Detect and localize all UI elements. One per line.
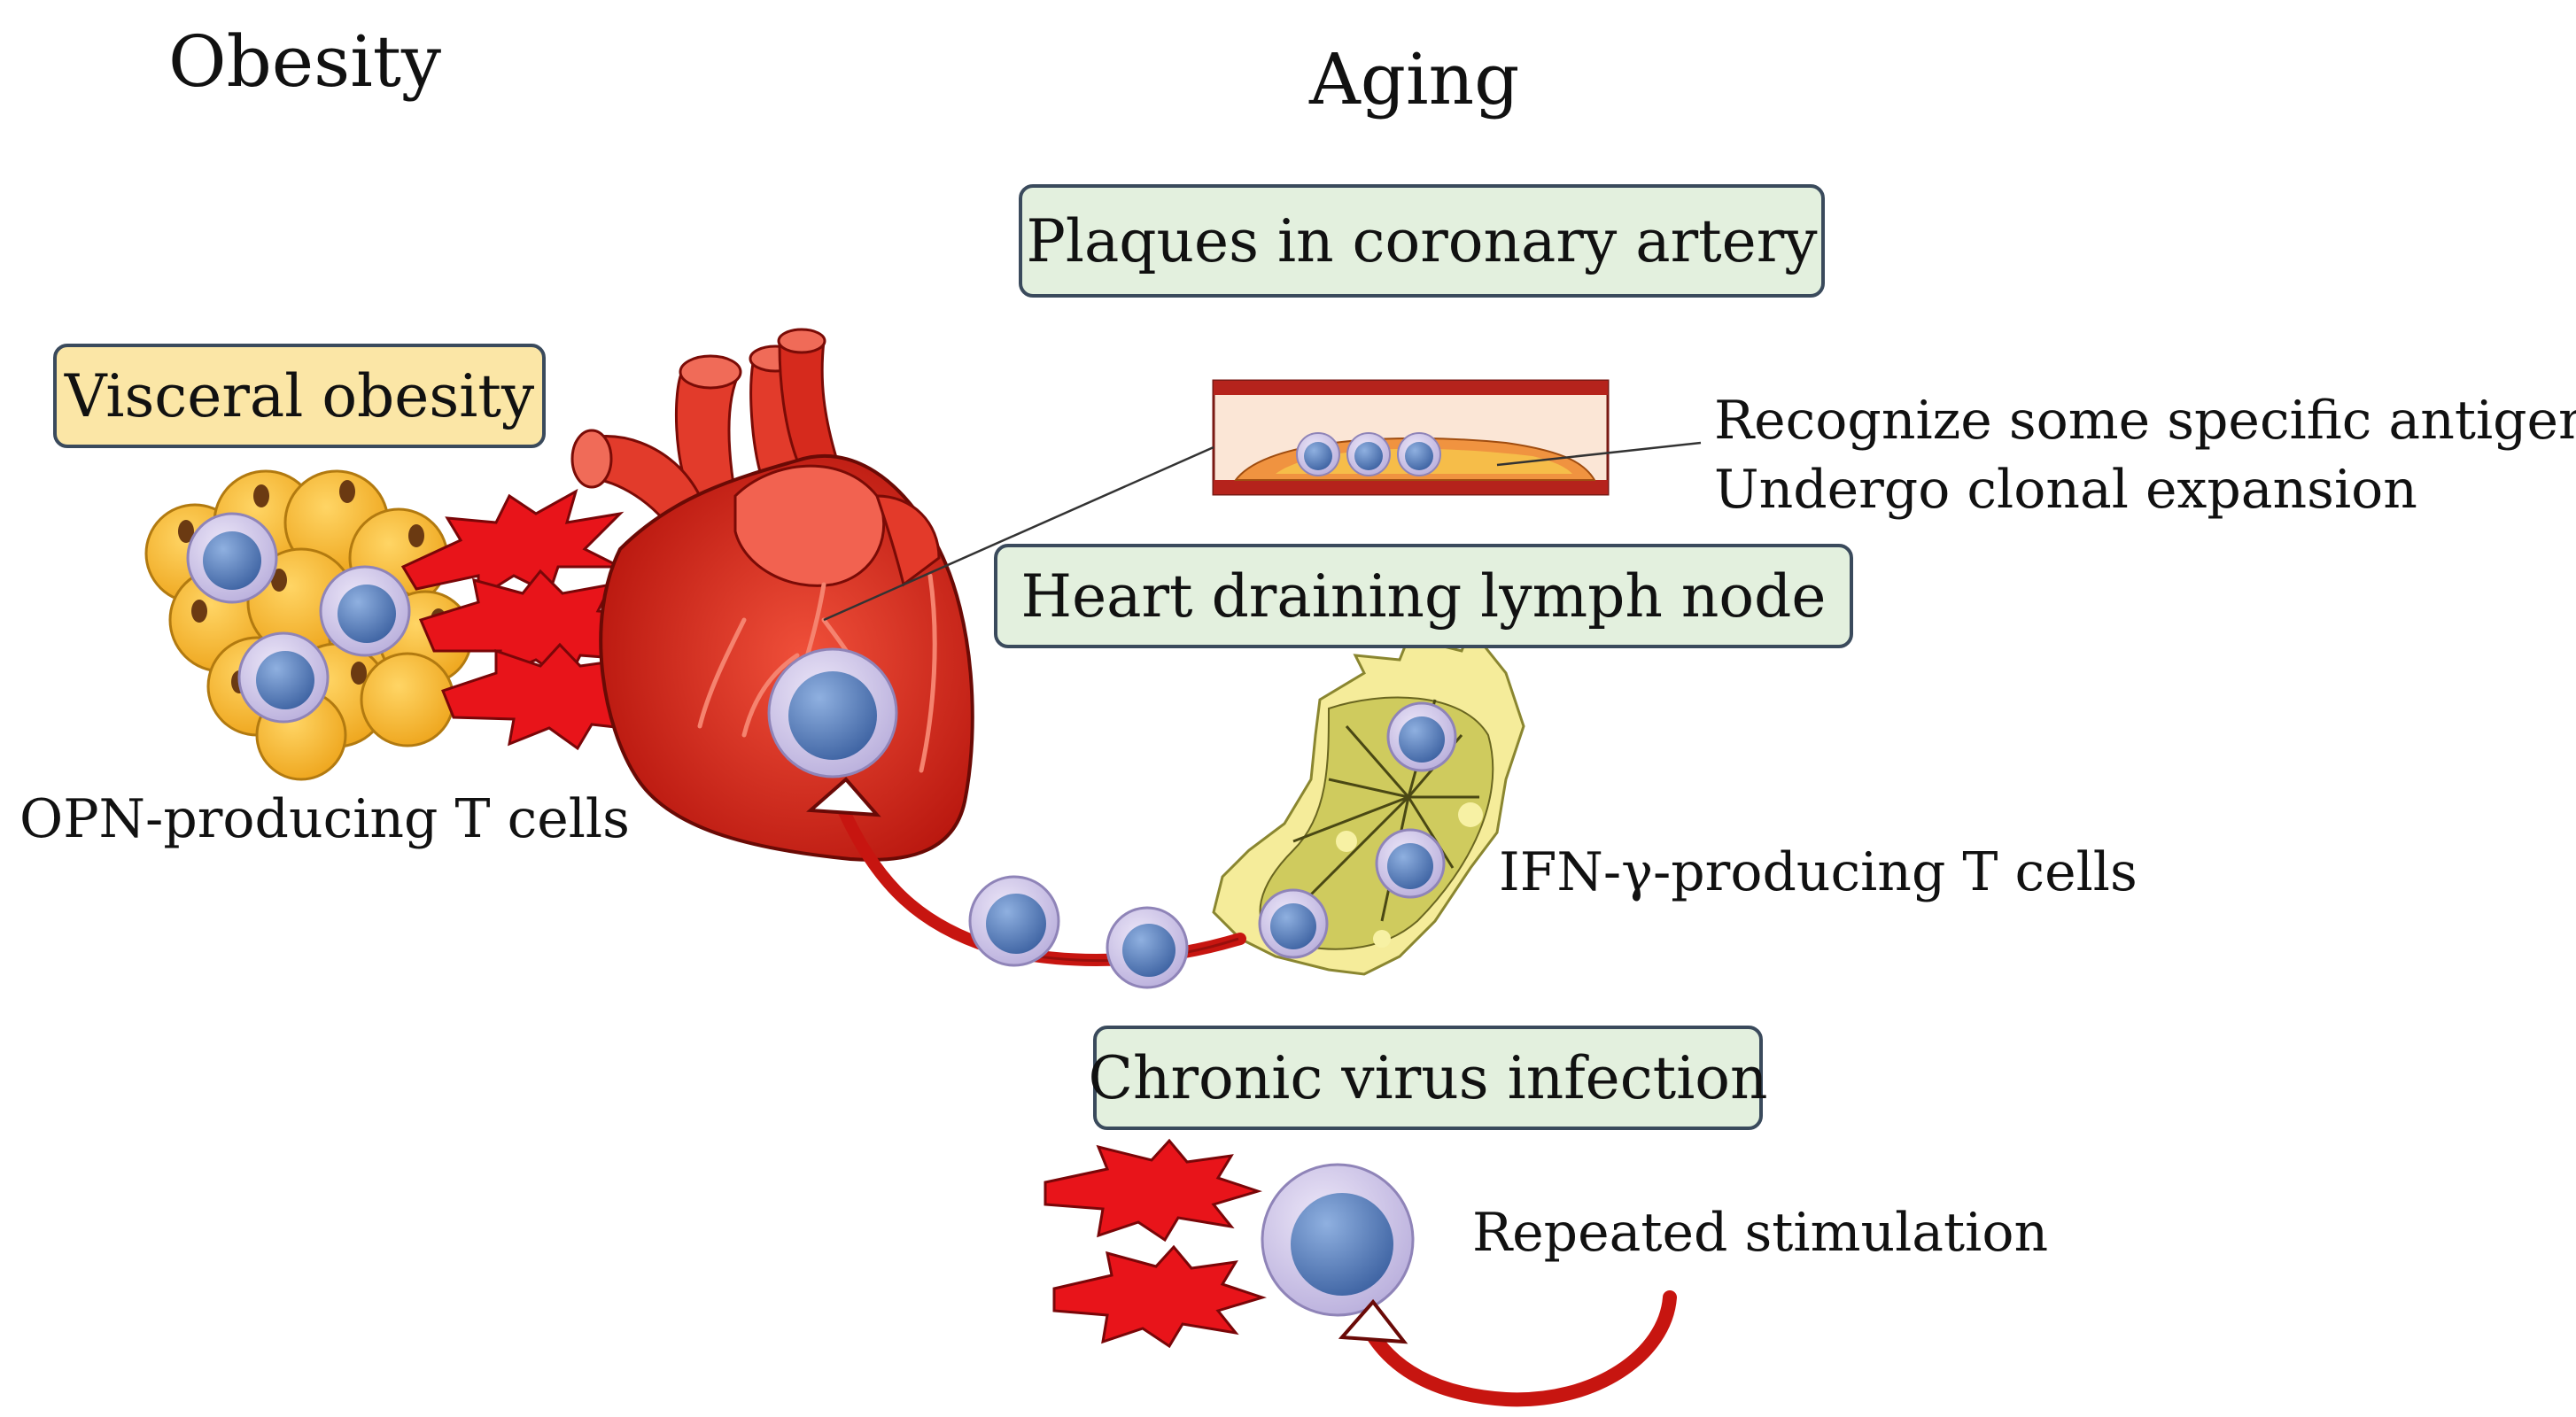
plaques-box: Plaques in coronary artery: [1019, 184, 1825, 298]
antigen-callout-line: [1496, 441, 1702, 467]
repeated-stimulation-label: Repeated stimulation: [1472, 1202, 2049, 1264]
opn-t-cell: [237, 631, 330, 724]
clonal-expansion-label: Undergo clonal expansion: [1714, 459, 2417, 521]
inset-callout-line: [823, 445, 1214, 622]
stimulated-t-cell: [1261, 1163, 1415, 1317]
obesity-title: Obesity: [168, 20, 442, 103]
virus-signal-burst: [1052, 1244, 1267, 1349]
visceral-obesity-box: Visceral obesity: [53, 344, 546, 448]
opn-t-cells-label: OPN-producing T cells: [19, 788, 630, 850]
ifn-t-cells-label: IFN-γ-producing T cells: [1499, 841, 2138, 903]
lymph-node-box: Heart draining lymph node: [994, 544, 1853, 648]
aging-title: Aging: [1309, 38, 1520, 120]
virus-infection-box: Chronic virus infection: [1088, 1026, 1768, 1130]
plaque-t-cell: [1397, 432, 1441, 476]
stimulation-loop-arrow-head: [1338, 1298, 1408, 1344]
migrating-t-cell: [1106, 906, 1189, 989]
stimulation-loop-arrow: [1362, 1290, 1677, 1407]
opn-t-cell: [319, 565, 411, 657]
heart-t-cell: [767, 647, 898, 778]
heart-illustration: [570, 328, 974, 862]
migration-arrow-head: [806, 777, 881, 817]
opn-t-cell: [186, 512, 278, 604]
lymph-node-t-cell: [1258, 888, 1329, 959]
antigen-recognition-label: Recognize some specific antigens: [1714, 390, 2576, 452]
migrating-t-cell: [968, 875, 1060, 967]
plaque-t-cell: [1346, 432, 1391, 476]
plaque-t-cell: [1296, 432, 1340, 476]
lymph-node-t-cell: [1386, 701, 1457, 772]
lymph-node-t-cell: [1375, 828, 1446, 899]
virus-signal-burst: [1044, 1138, 1262, 1243]
